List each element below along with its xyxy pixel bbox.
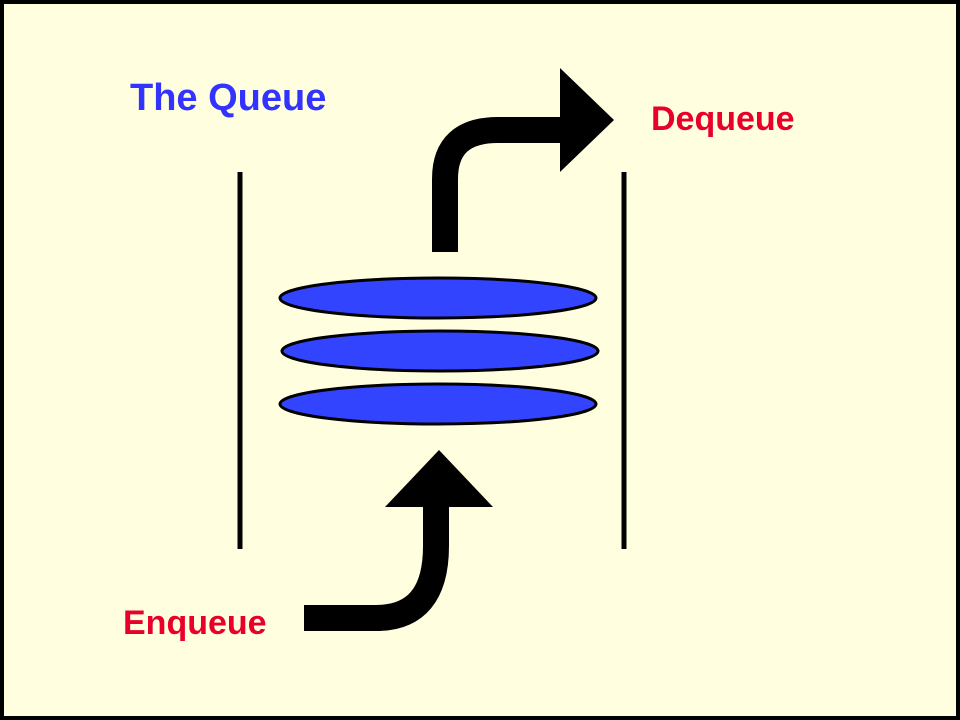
queue-item-2 [280,329,600,373]
enqueue-label: Enqueue [123,604,267,642]
queue-item-1 [278,276,598,320]
diagram-title: The Queue [130,77,327,119]
queue-item-3 [278,382,598,426]
enqueue-arrow-icon [304,450,493,631]
queue-diagram [237,68,627,631]
queue-items [278,276,600,426]
dequeue-arrow-icon [432,68,614,252]
dequeue-label: Dequeue [651,100,795,138]
